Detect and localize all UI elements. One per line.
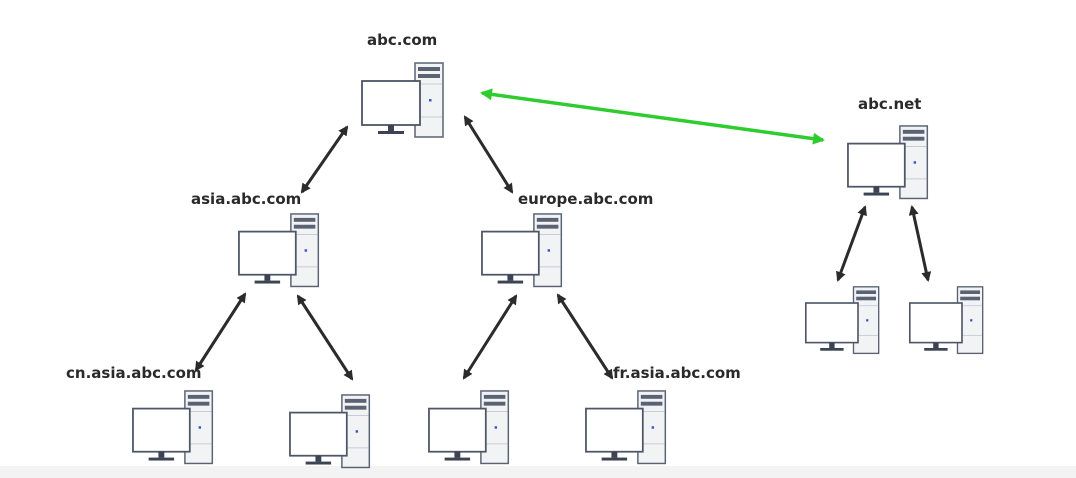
computer-graphic xyxy=(132,390,214,465)
label-fr-asia-abc-com: fr.asia.abc.com xyxy=(613,364,741,382)
computer-icon-abc-net-child2 xyxy=(908,285,984,355)
link-europe-child1 xyxy=(462,294,518,380)
computer-icon-cn-asia-abc-com xyxy=(131,389,214,465)
computer-icon-europe-abc-com xyxy=(480,212,563,288)
monitor-unit xyxy=(238,230,297,284)
link-asia-cn xyxy=(194,292,247,372)
computer-graphic xyxy=(289,394,371,469)
computer-icon-asia-abc-com xyxy=(237,212,320,288)
link-abc-com-europe xyxy=(463,115,514,194)
monitor-unit xyxy=(908,302,963,351)
link-europe-fr xyxy=(556,293,614,380)
computer-graphic xyxy=(238,213,320,288)
computer-graphic xyxy=(585,390,667,465)
monitor-unit xyxy=(361,80,421,134)
label-cn-asia-abc-com: cn.asia.abc.com xyxy=(66,364,202,382)
monitor-unit xyxy=(428,407,487,461)
computer-icon-fr-asia-abc-com xyxy=(584,389,667,465)
monitor-unit xyxy=(289,411,348,465)
link-asia-child2 xyxy=(296,294,354,381)
monitor-unit xyxy=(847,142,906,196)
computer-graphic xyxy=(361,62,444,138)
computer-graphic xyxy=(428,390,510,465)
link-abc-com-asia xyxy=(300,125,349,194)
label-europe-abc-com: europe.abc.com xyxy=(518,190,654,208)
computer-graphic xyxy=(481,213,563,288)
computer-graphic xyxy=(804,286,880,355)
link-abc-net-child2 xyxy=(908,205,932,282)
label-abc-com: abc.com xyxy=(367,31,438,49)
computer-icon-abc-com xyxy=(360,61,444,138)
monitor-unit xyxy=(132,407,191,461)
computer-icon-abc-net xyxy=(846,124,929,200)
label-abc-net: abc.net xyxy=(858,95,922,113)
monitor-unit xyxy=(585,407,644,461)
bottom-band xyxy=(0,466,1076,478)
computer-icon-asia-child2 xyxy=(288,393,371,469)
monitor-unit xyxy=(481,230,540,284)
trust-link-abc-com-abc-net xyxy=(480,88,825,145)
computer-icon-europe-child1 xyxy=(427,389,510,465)
computer-graphic xyxy=(908,286,984,355)
computer-graphic xyxy=(847,125,929,200)
computer-icon-abc-net-child1 xyxy=(804,285,880,355)
monitor-unit xyxy=(804,302,859,351)
label-asia-abc-com: asia.abc.com xyxy=(191,190,302,208)
link-abc-net-child1 xyxy=(836,205,867,282)
